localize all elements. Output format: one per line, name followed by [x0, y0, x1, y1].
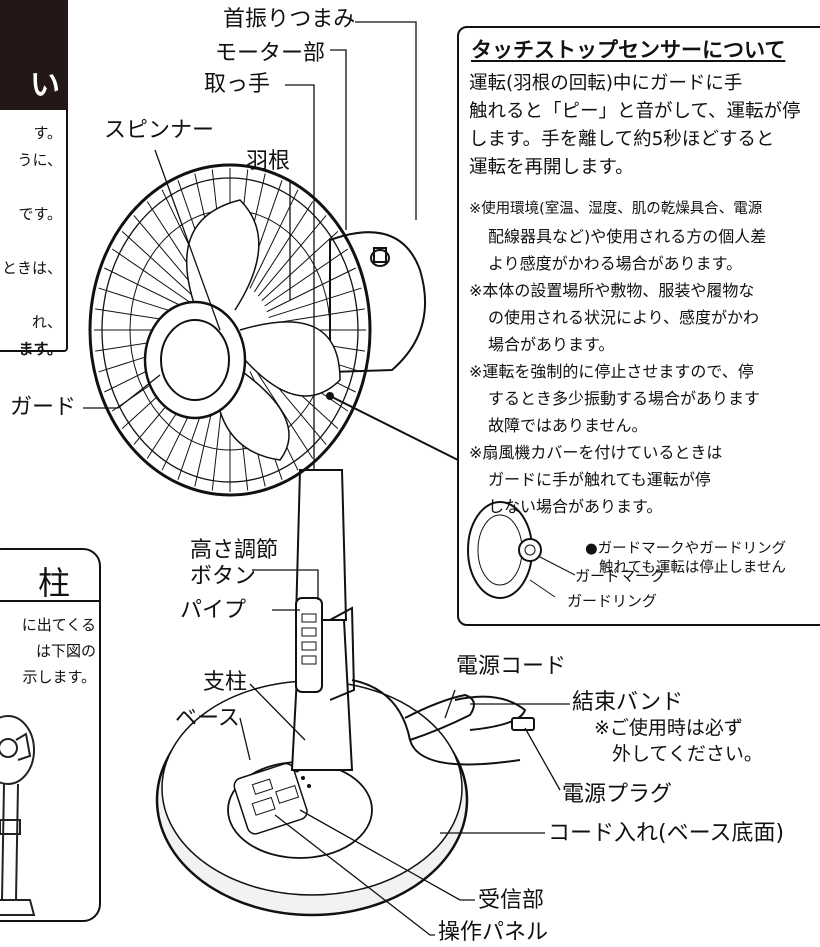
note-line: ※本体の設置場所や敷物、服装や履物な	[469, 281, 755, 300]
note-line: より感度がかわる場合があります。	[488, 254, 743, 273]
note-line: 場合があります。	[488, 335, 615, 354]
guard-spoke	[268, 287, 362, 319]
note-line: の使用される状況により、感度がかわ	[488, 308, 760, 327]
label-tie-note-2: 外してください。	[612, 743, 763, 765]
description-line: 運転を再開します。	[469, 157, 634, 178]
label-height-button-2: ボタン	[190, 564, 257, 589]
label-height-button-1: 高さ調節	[190, 538, 279, 563]
pillar-box-line: 示します。	[22, 668, 96, 686]
guard-spoke	[253, 201, 314, 293]
label-tie-note-1: ※ご使用時は必ず	[594, 717, 743, 739]
notice-title: い	[30, 68, 60, 103]
notice-header: い	[0, 0, 68, 110]
touch-stop-notes: ※使用環境(室温、湿度、肌の乾燥具合、電源 配線器具など)や使用される方の個人差…	[469, 196, 766, 520]
touch-stop-description: 運転(羽根の回転)中にガードに手 触れると「ピー」と音がして、運転が停 します。…	[469, 70, 801, 182]
note-line: 故障ではありません。	[488, 416, 648, 435]
small-fan-illustration	[0, 715, 36, 916]
label-receiver: 受信部	[478, 888, 545, 913]
guard-spoke	[261, 231, 339, 302]
label-pillar: 支柱	[203, 670, 248, 695]
guard-spoke	[266, 267, 356, 313]
label-guard-mark: ガードマーク	[575, 567, 666, 585]
label-pipe: パイプ	[180, 598, 247, 623]
note-line: ガードに手が触れても運転が停	[488, 470, 711, 489]
note-line: しない場合があります。	[488, 497, 663, 516]
description-line: 運転(羽根の回転)中にガードに手	[469, 73, 743, 94]
notice-line: す。	[33, 124, 62, 142]
pillar-box-line: に出てくる	[21, 616, 96, 634]
touch-stop-title: タッチストップセンサーについて	[471, 38, 786, 62]
note-line: ※使用環境(室温、湿度、肌の乾燥具合、電源	[469, 201, 763, 217]
note-line: 配線器具など)や使用される方の個人差	[488, 227, 767, 246]
label-operation-panel: 操作パネル	[438, 920, 549, 945]
pillar-box-title: 柱	[38, 564, 71, 602]
pillar-box-line: は下図の	[35, 642, 96, 660]
description-line: 触れると「ピー」と音がして、運転が停	[469, 101, 801, 122]
label-spinner: スピンナー	[104, 118, 215, 143]
pillar-box-text: に出てくる は下図の 示します。	[0, 612, 96, 690]
label-power-cord: 電源コード	[456, 654, 567, 679]
label-motor: モーター部	[215, 41, 326, 66]
description-line: します。手を離して約5秒ほどすると	[469, 129, 775, 150]
guard-spoke	[264, 248, 349, 307]
label-handle: 取っ手	[204, 72, 271, 97]
note-line: ※運転を強制的に停止させますので、停	[469, 362, 754, 381]
guard-spoke	[111, 248, 196, 307]
label-guard-ring: ガードリング	[567, 592, 658, 610]
notice-line: ます。	[18, 340, 62, 358]
notice-text: す。 うに、 です。 ときは、 れ、 ます。	[0, 120, 66, 363]
label-base: ベース	[175, 706, 240, 731]
label-guard: ガード	[10, 395, 77, 420]
label-blade: 羽根	[246, 149, 291, 174]
guard-bullet: ●ガードマークやガードリング 触れても運転は停止しません	[585, 540, 786, 578]
guard-bullet-line: ●ガードマークやガードリング	[585, 541, 787, 557]
notice-line: ときは、	[1, 259, 62, 277]
notice-line: うに、	[17, 151, 62, 169]
guard-spoke	[121, 231, 199, 302]
label-cord-storage: コード入れ(ベース底面)	[548, 821, 785, 846]
label-neck-knob: 首振りつまみ	[223, 7, 356, 32]
pillar-info-box: 柱 に出てくる は下図の 示します。	[0, 548, 101, 922]
guard-bullet-line: 触れても運転は停止しません	[599, 560, 786, 576]
note-line: ※扇風機カバーを付けているときは	[469, 443, 723, 462]
touch-stop-sensor-box: タッチストップセンサーについて 運転(羽根の回転)中にガードに手 触れると「ピー…	[457, 26, 820, 626]
label-power-plug: 電源プラグ	[562, 782, 673, 807]
top-left-notice-box: い す。 うに、 です。 ときは、 れ、 ます。	[0, 0, 68, 358]
notice-line: です。	[18, 205, 62, 223]
note-line: するとき多少振動する場合があります	[488, 389, 761, 408]
label-tie-band: 結束バンド	[572, 690, 684, 715]
guard-spoke	[257, 215, 327, 297]
notice-line: れ、	[31, 313, 62, 331]
pillar-box-header: 柱	[0, 550, 99, 602]
